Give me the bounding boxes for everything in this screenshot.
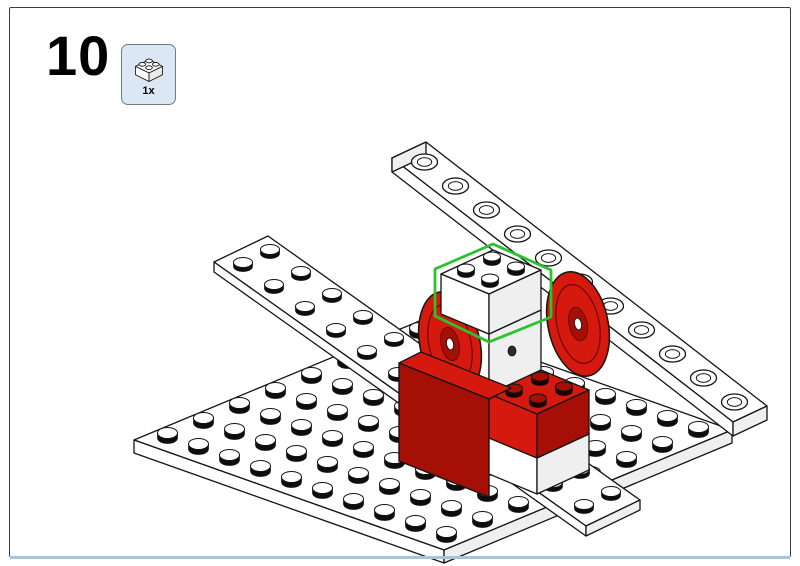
part-2x2-brick-icon	[134, 58, 163, 82]
new-brick-2x2	[440, 249, 542, 335]
step-number: 10	[46, 24, 111, 87]
highlight-outline	[433, 242, 553, 344]
parts-callout-box: 1x	[121, 44, 176, 105]
page-bottom-strip	[10, 556, 790, 559]
red-wedge	[398, 351, 512, 498]
pulley-right	[545, 271, 611, 377]
part-quantity-label: 1x	[142, 85, 155, 97]
